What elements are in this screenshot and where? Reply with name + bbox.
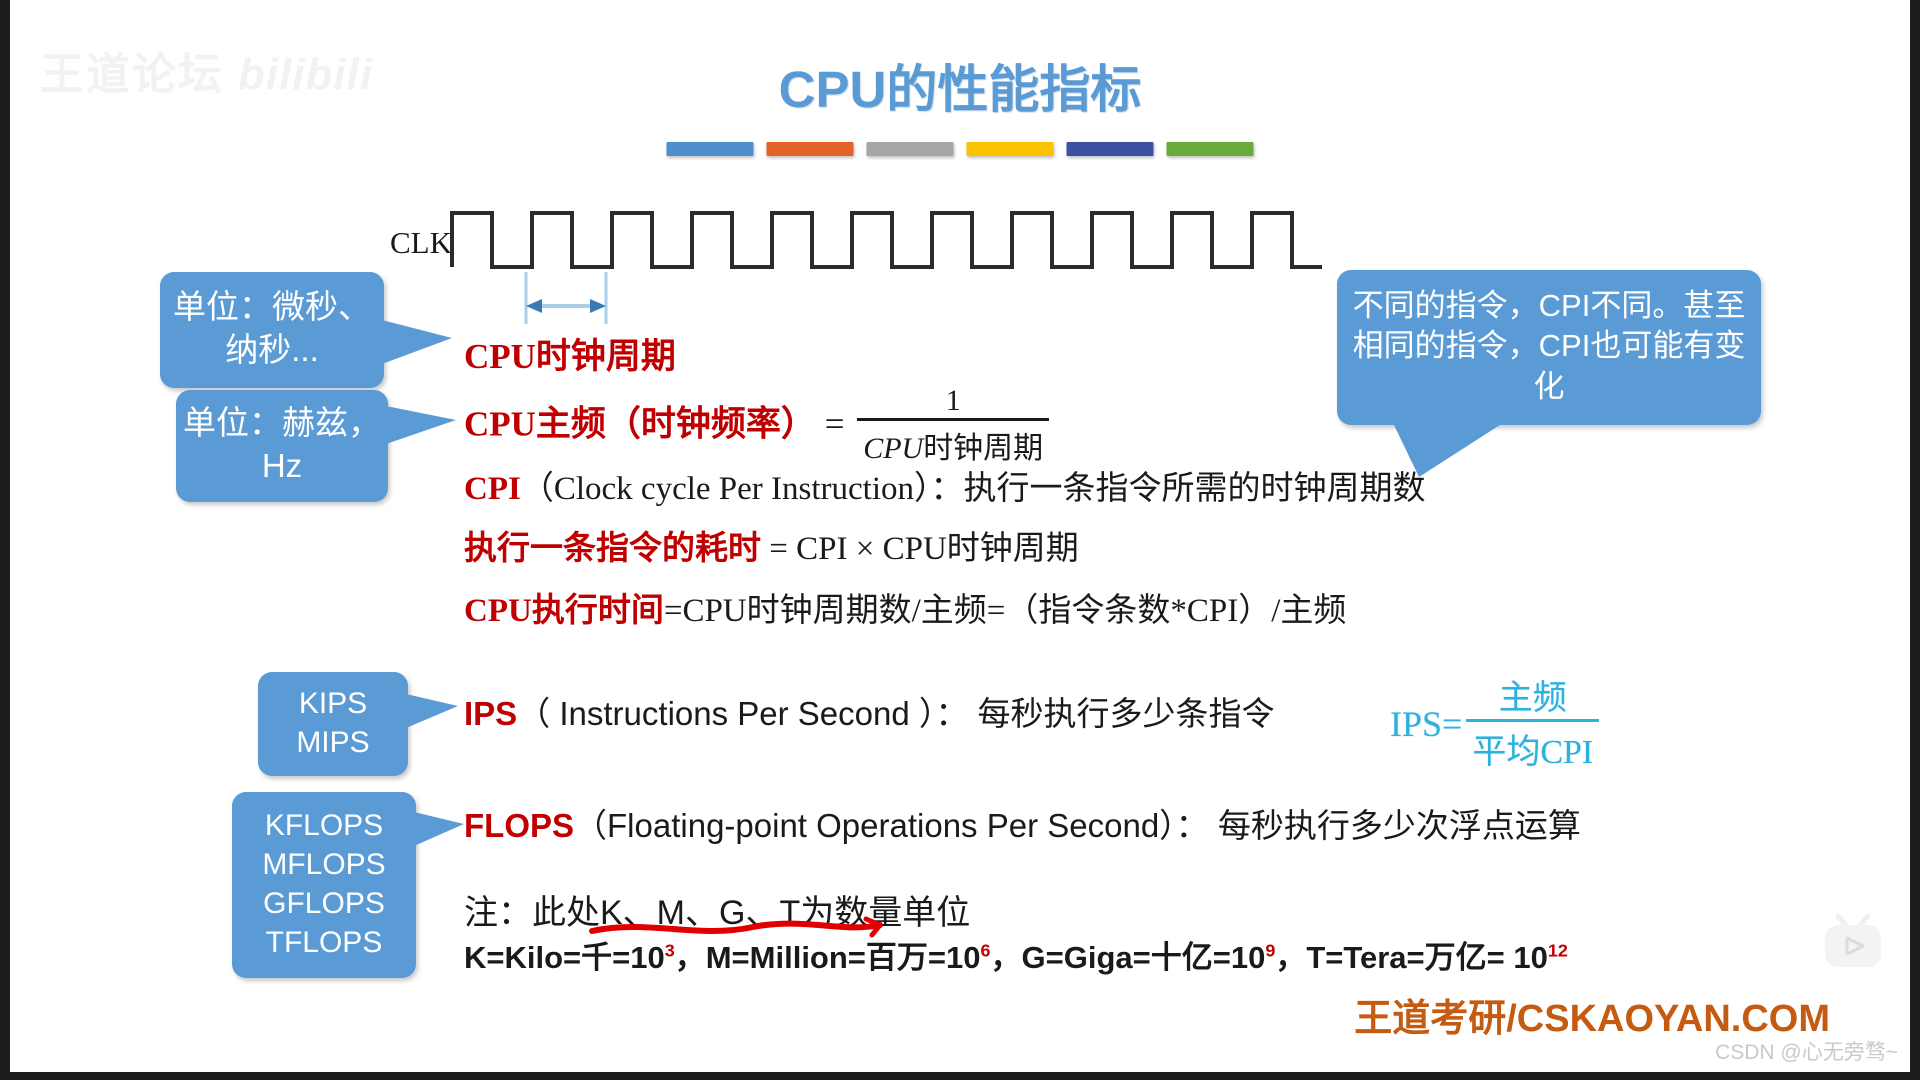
bilibili-tv-play-icon bbox=[1825, 913, 1881, 967]
callout-tail bbox=[382, 320, 452, 364]
line-ips: IPS（ Instructions Per Second ）： 每秒执行多少条指… bbox=[464, 687, 1275, 735]
callout-flops-units: KFLOPS MFLOPS GFLOPS TFLOPS bbox=[232, 792, 464, 978]
denominator-cjk-part: 时钟周期 bbox=[923, 432, 1044, 465]
fraction-denominator: CPU时钟周期 bbox=[857, 418, 1050, 467]
line-clock-period: CPU时钟周期 bbox=[464, 328, 676, 379]
watermark-csdn: CSDN @心无旁骛~ bbox=[1715, 1041, 1898, 1064]
frame-edge-left bbox=[0, 0, 10, 1080]
sep-2: ， bbox=[990, 940, 1022, 975]
equals-sign: = bbox=[824, 404, 845, 444]
denominator-italic-part: CPU bbox=[863, 432, 924, 465]
color-bar-4 bbox=[966, 142, 1054, 156]
term-main-frequency: CPU主频（时钟频率） bbox=[464, 404, 816, 444]
callout-cpi-note-text: 不同的指令，CPI不同。甚至相同的指令，CPI也可能有变化 bbox=[1352, 288, 1746, 404]
term-cpi: CPI bbox=[464, 471, 521, 507]
clock-waveform bbox=[450, 211, 1322, 269]
ips-fraction-denominator: 平均CPI bbox=[1466, 719, 1600, 773]
callout-tail bbox=[406, 694, 458, 728]
callout-tail bbox=[386, 406, 456, 444]
callout-flops-units-text: KFLOPS MFLOPS GFLOPS TFLOPS bbox=[262, 809, 386, 959]
term-clock-period: CPU时钟周期 bbox=[464, 337, 676, 376]
line-exec-time: 执行一条指令的耗时 = CPI × CPU时钟周期 bbox=[464, 521, 1079, 569]
text-units-note: 注：此处K、M、G、T为数量单位 bbox=[464, 894, 971, 932]
term-ips: IPS bbox=[464, 695, 518, 732]
line-cpi: CPI（Clock cycle Per Instruction）：执行一条指令所… bbox=[464, 461, 1426, 509]
frame-edge-right bbox=[1910, 0, 1920, 1080]
callout-frequency-unit-text: 单位：赫兹，Hz bbox=[183, 404, 381, 484]
sep-1: ， bbox=[674, 940, 706, 975]
ips-formula: IPS= 主频 平均CPI bbox=[1390, 672, 1603, 775]
color-bar-3 bbox=[866, 142, 954, 156]
unit-million-exponent: 6 bbox=[980, 940, 991, 961]
unit-giga: G=Giga=十亿=10 bbox=[1021, 940, 1266, 975]
color-bar-6 bbox=[1166, 142, 1254, 156]
callout-clock-period-unit: 单位：微秒、纳秒... bbox=[160, 272, 452, 388]
line-unit-values: K=Kilo=千=103，M=Million=百万=106，G=Giga=十亿=… bbox=[464, 932, 1568, 977]
page-title: CPU的性能指标 bbox=[778, 61, 1142, 118]
text-cpu-exec-time-formula: =CPU时钟周期数/主频=（指令条数*CPI）/主频 bbox=[663, 593, 1347, 629]
unit-giga-exponent: 9 bbox=[1265, 940, 1276, 961]
callout-tail bbox=[414, 812, 464, 846]
term-flops: FLOPS bbox=[464, 807, 575, 844]
title-color-bars bbox=[666, 142, 1254, 156]
text-flops-definition: （Floating-point Operations Per Second）： … bbox=[574, 807, 1581, 844]
color-bar-1 bbox=[666, 142, 754, 156]
clock-cycle-span-marker bbox=[524, 272, 608, 324]
text-cpi-definition: （Clock cycle Per Instruction）：执行一条指令所需的时… bbox=[520, 471, 1426, 507]
line-cpu-exec-time: CPU执行时间=CPU时钟周期数/主频=（指令条数*CPI）/主频 bbox=[464, 583, 1346, 631]
unit-million: M=Million=百万=10 bbox=[705, 940, 981, 975]
callout-ips-units-text: KIPS MIPS bbox=[296, 687, 370, 759]
callout-clock-period-unit-text: 单位：微秒、纳秒... bbox=[173, 288, 371, 368]
footer-brand: 王道考研/CSKAOYAN.COM bbox=[1354, 998, 1830, 1040]
callout-ips-units: KIPS MIPS bbox=[258, 672, 458, 776]
text-exec-time-formula: = CPI × CPU时钟周期 bbox=[769, 531, 1079, 567]
text-ips-definition: （ Instructions Per Second ）： 每秒执行多少条指令 bbox=[517, 695, 1275, 732]
color-bar-5 bbox=[1066, 142, 1154, 156]
red-underline-annotation bbox=[589, 916, 883, 938]
line-units-note: 注：此处K、M、G、T为数量单位 bbox=[464, 885, 970, 934]
color-bar-2 bbox=[766, 142, 854, 156]
term-cpu-exec-time: CPU执行时间 bbox=[464, 593, 664, 629]
unit-kilo-exponent: 3 bbox=[664, 940, 675, 961]
callout-tail bbox=[1393, 422, 1503, 477]
frame-edge-bottom bbox=[0, 1072, 1920, 1080]
unit-tera: T=Tera=万亿= 10 bbox=[1306, 940, 1548, 975]
line-main-frequency: CPU主频（时钟频率） = 1 CPU时钟周期 bbox=[464, 384, 1053, 469]
clk-label: CLK bbox=[390, 225, 452, 260]
term-exec-time: 执行一条指令的耗时 bbox=[464, 531, 761, 567]
unit-tera-exponent: 12 bbox=[1547, 940, 1568, 961]
fraction-numerator: 1 bbox=[945, 384, 961, 417]
ips-fraction: 主频 平均CPI bbox=[1466, 670, 1600, 773]
callout-frequency-unit: 单位：赫兹，Hz bbox=[176, 390, 456, 502]
fraction-main-frequency: 1 CPU时钟周期 bbox=[857, 384, 1050, 467]
ips-formula-lhs: IPS= bbox=[1390, 703, 1463, 744]
watermark-bilibili-text: bilibili bbox=[238, 50, 374, 99]
line-flops: FLOPS（Floating-point Operations Per Seco… bbox=[464, 799, 1581, 847]
watermark-brand-text: 王道论坛 bbox=[40, 50, 224, 99]
watermark-brand-logo: 王道论坛 bilibili bbox=[40, 38, 373, 102]
callout-cpi-note: 不同的指令，CPI不同。甚至相同的指令，CPI也可能有变化 bbox=[1337, 270, 1761, 477]
sep-3: ， bbox=[1275, 940, 1307, 975]
ips-fraction-numerator: 主频 bbox=[1498, 680, 1567, 717]
unit-kilo: K=Kilo=千=10 bbox=[464, 940, 665, 975]
